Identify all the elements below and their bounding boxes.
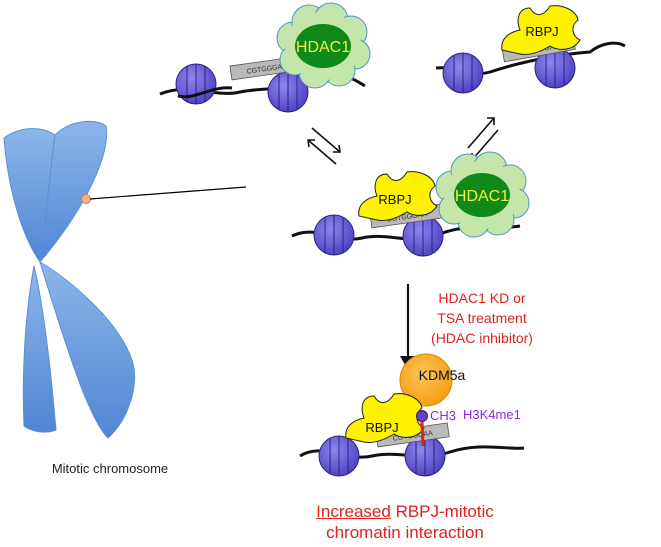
conclusion-emphasis: Increased xyxy=(316,502,391,521)
rbpj-protein: RBPJ xyxy=(501,5,581,56)
complex-hdac1-bound: CGTGGGAA HDAC1 xyxy=(159,2,371,113)
mitotic-chromosome-label: Mitotic chromosome xyxy=(52,461,168,476)
conclusion-label: Increased RBPJ-mitotic chromatin interac… xyxy=(285,501,525,543)
treatment-label: HDAC1 KD or TSA treatment (HDAC inhibito… xyxy=(412,288,552,348)
chromosome-arm-upper-right xyxy=(39,120,108,264)
equilibrium-arrows-left xyxy=(307,127,341,165)
nucleosome-icon xyxy=(442,52,484,94)
complex-rbpj-bound: CGTGGGAA RBPJ xyxy=(435,5,626,94)
rbpj-label: RBPJ xyxy=(525,24,558,39)
rbpj-protein: RBPJ xyxy=(358,171,438,222)
rbpj-protein: RBPJ xyxy=(345,393,425,444)
hdac1-label: HDAC1 xyxy=(296,39,350,56)
dna-strand-1-front xyxy=(177,86,233,99)
nucleosome-icon xyxy=(313,214,355,256)
kdm5a-label: KDM5a xyxy=(419,367,466,383)
nucleosome-icon xyxy=(318,435,360,477)
ch3-label: CH3 xyxy=(430,408,456,423)
rbpj-label: RBPJ xyxy=(378,192,411,207)
treatment-line-3: (HDAC inhibitor) xyxy=(431,330,533,346)
locus-pointer-line xyxy=(89,186,247,200)
hdac1-protein: HDAC1 xyxy=(276,2,371,89)
conclusion-rest: RBPJ-mitotic xyxy=(390,502,494,521)
chromosome-arm-lower-right xyxy=(39,260,135,439)
complex-rbpj-hdac1: CGTGGGAA RBPJ HDAC1 xyxy=(291,151,530,257)
conclusion-line-2: chromatin interaction xyxy=(326,523,484,542)
mitotic-chromosome xyxy=(3,120,247,439)
methyl-group-dot xyxy=(416,410,428,422)
treatment-line-1: HDAC1 KD or xyxy=(438,290,526,306)
chromosome-arm-lower-left xyxy=(22,265,57,433)
hdac1-protein: HDAC1 xyxy=(435,151,530,238)
rbpj-label: RBPJ xyxy=(365,420,398,435)
h3k4me1-label: H3K4me1 xyxy=(463,407,521,422)
hdac1-label: HDAC1 xyxy=(455,188,509,205)
complex-rbpj-kdm5a: CGTGGGAA RBPJ KDM5a CH3 H3K4me1 xyxy=(299,353,525,477)
kdm5a-protein xyxy=(399,353,453,407)
binding-locus-dot xyxy=(81,194,91,204)
methyl-tail xyxy=(420,421,425,447)
treatment-line-2: TSA treatment xyxy=(437,310,527,326)
